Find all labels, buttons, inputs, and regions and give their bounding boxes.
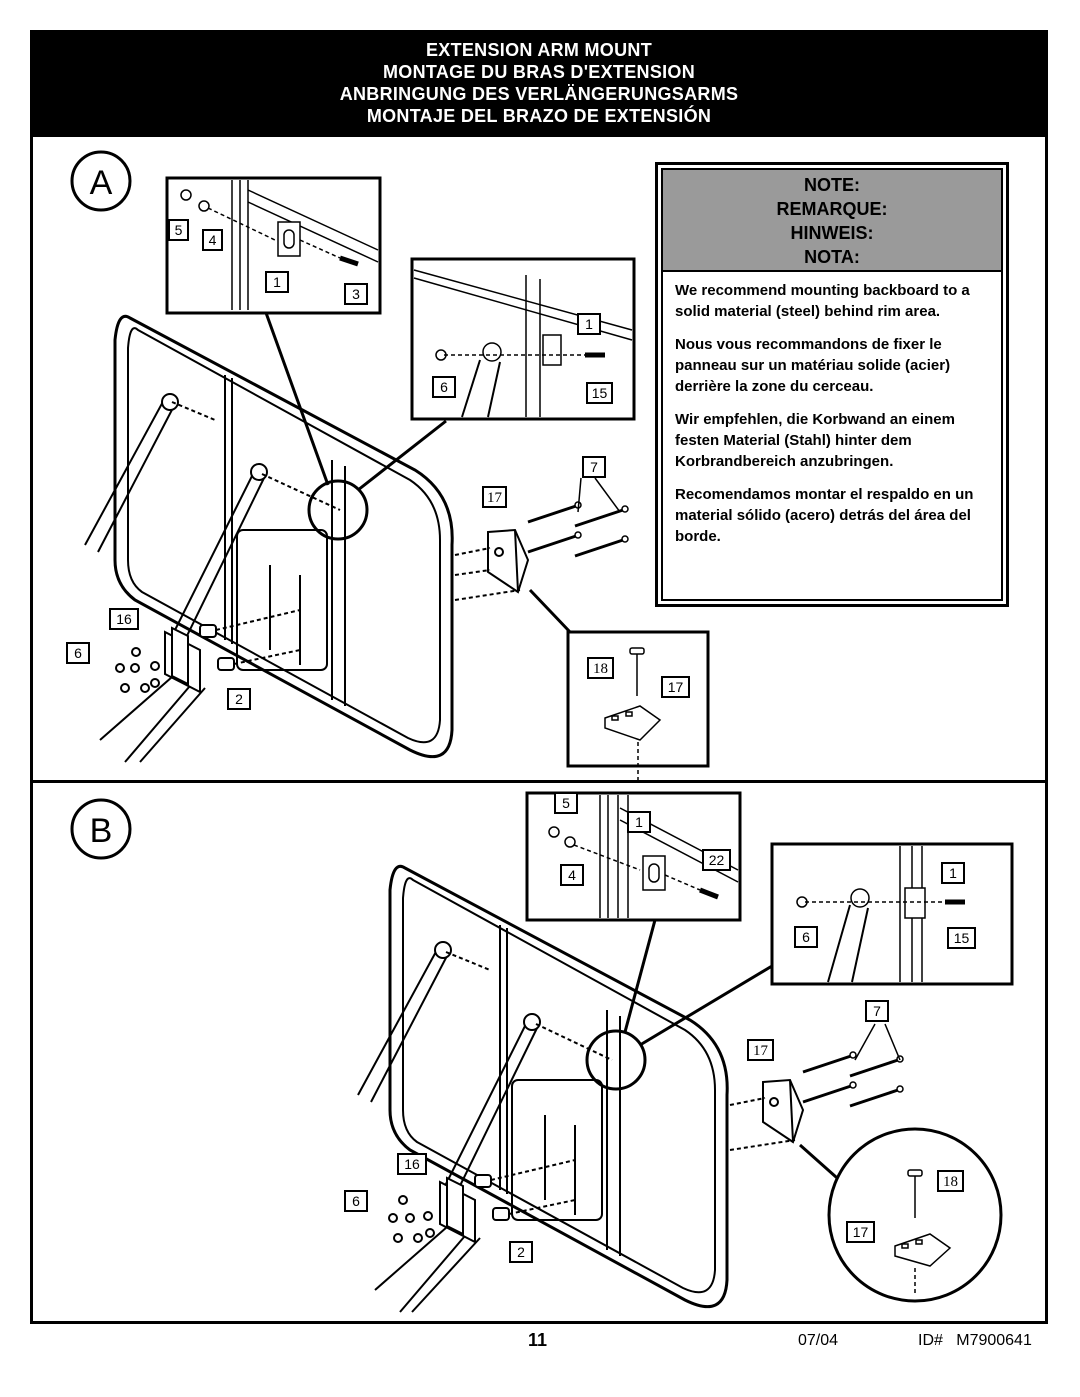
callout-label: 4 bbox=[209, 232, 217, 248]
page-number: 11 bbox=[528, 1330, 548, 1350]
callout-label: 17 bbox=[753, 1043, 769, 1059]
callout-label: 17 bbox=[853, 1224, 869, 1240]
note-box: NOTE: REMARQUE: HINWEIS: NOTA: We recomm… bbox=[655, 162, 1009, 607]
note-heading-en: NOTE: bbox=[804, 175, 860, 195]
callout-label: 3 bbox=[352, 286, 360, 302]
detail-circle-a bbox=[307, 479, 369, 541]
detail-circle-b bbox=[585, 1029, 647, 1091]
mount-plate-a bbox=[115, 609, 301, 694]
note-text-de: Wir empfehlen, die Korbwand an einem fes… bbox=[675, 411, 955, 470]
callout-label: 4 bbox=[568, 867, 576, 883]
title-es: MONTAJE DEL BRAZO DE EXTENSIÓN bbox=[366, 106, 712, 126]
backboard-a bbox=[113, 314, 454, 759]
note-body: We recommend mounting backboard to a sol… bbox=[663, 272, 1001, 547]
brace-arms-b bbox=[357, 941, 613, 1313]
callout-label: 2 bbox=[235, 691, 243, 707]
callout-label: 1 bbox=[585, 316, 593, 332]
page-frame: EXTENSION ARM MOUNT MONTAGE DU BRAS D'EX… bbox=[30, 30, 1048, 1324]
section-divider bbox=[33, 780, 1045, 783]
page-header: EXTENSION ARM MOUNT MONTAGE DU BRAS D'EX… bbox=[33, 33, 1045, 137]
bracket-17-a bbox=[454, 528, 530, 601]
note-text-es: Recomendamos montar el respaldo en un ma… bbox=[675, 486, 974, 545]
callout-label: 16 bbox=[404, 1156, 420, 1172]
callout-label: 5 bbox=[562, 795, 570, 811]
callout-label: 6 bbox=[352, 1193, 360, 1209]
callout-label: 1 bbox=[273, 274, 281, 290]
callout-label: 18 bbox=[943, 1174, 958, 1190]
bracket-17-b bbox=[729, 1078, 805, 1151]
callout-label: 17 bbox=[487, 490, 503, 506]
note-heading-de: HINWEIS: bbox=[790, 223, 874, 243]
title-fr: MONTAGE DU BRAS D'EXTENSION bbox=[382, 62, 696, 82]
note-text-en: We recommend mounting backboard to a sol… bbox=[675, 282, 970, 320]
callout-label: 17 bbox=[668, 679, 684, 695]
callout-label: 6 bbox=[74, 645, 82, 661]
note-text-fr: Nous vous recommandons de fixer le panne… bbox=[675, 336, 951, 395]
callout-label: 16 bbox=[116, 611, 132, 627]
callout-label: 6 bbox=[802, 929, 810, 945]
callout-label: 2 bbox=[517, 1244, 525, 1260]
section-a-letter: A bbox=[90, 164, 113, 202]
callout-label: 18 bbox=[593, 661, 608, 677]
callout-label: 5 bbox=[175, 222, 183, 238]
callout-label: 7 bbox=[873, 1003, 881, 1019]
title-en: EXTENSION ARM MOUNT bbox=[425, 40, 653, 60]
callout-label: 15 bbox=[954, 930, 970, 946]
callout-label: 6 bbox=[440, 379, 448, 395]
callout-label: 1 bbox=[949, 865, 957, 881]
section-b-letter: B bbox=[90, 812, 113, 850]
callout-label: 15 bbox=[592, 385, 608, 401]
detail-box-b2 bbox=[770, 842, 1014, 986]
callout-label: 1 bbox=[635, 814, 643, 830]
section-a-marker bbox=[70, 150, 132, 212]
footer-date: 07/04 bbox=[798, 1332, 839, 1349]
callout-label: 7 bbox=[590, 459, 598, 475]
backboard-b bbox=[388, 864, 729, 1309]
brace-arms-a bbox=[84, 393, 341, 763]
note-heading-es: NOTA: bbox=[804, 247, 860, 267]
section-b-marker bbox=[70, 798, 132, 860]
mount-plate-b bbox=[388, 1159, 576, 1244]
title-de: ANBRINGUNG DES VERLÄNGERUNGSARMS bbox=[339, 84, 739, 104]
note-heading-fr: REMARQUE: bbox=[776, 199, 888, 219]
callout-label: 22 bbox=[709, 852, 725, 868]
footer-id: ID# M7900641 bbox=[918, 1332, 1032, 1349]
note-heading: NOTE: REMARQUE: HINWEIS: NOTA: bbox=[663, 170, 1001, 272]
